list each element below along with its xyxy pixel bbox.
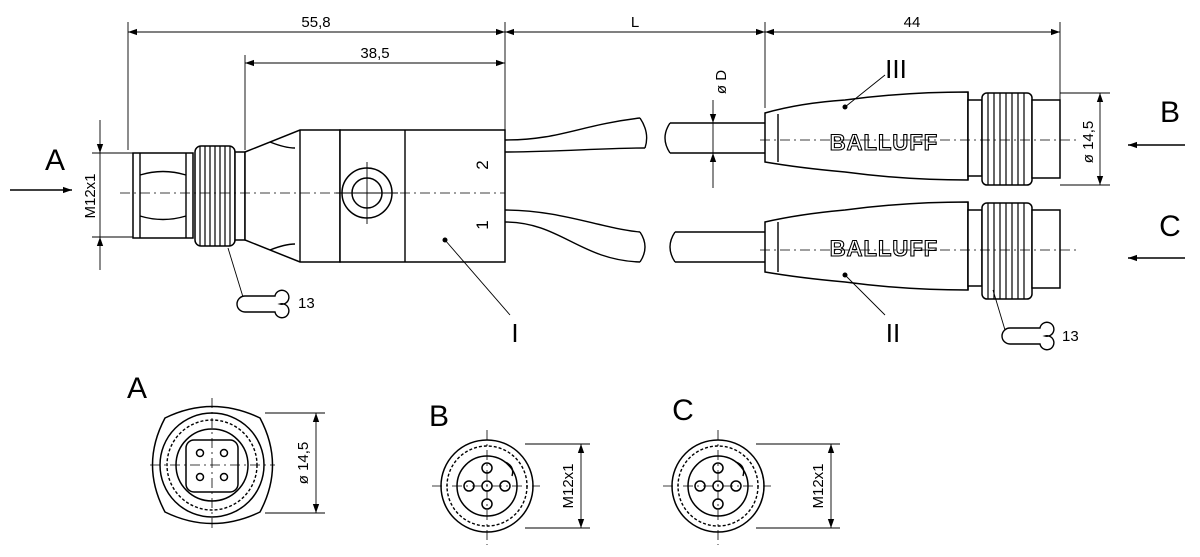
dimension-l-label: L — [631, 14, 639, 31]
part-ii-label: II — [886, 318, 900, 348]
left-thread-label: M12x1 — [82, 173, 99, 218]
cable-upper-right — [664, 122, 768, 154]
view-a-letter: A — [45, 144, 65, 177]
part-i-label: I — [511, 318, 518, 348]
view-a-diameter-dimension: ø 14,5 — [265, 412, 325, 514]
view-b-thread-label: M12x1 — [560, 463, 577, 508]
upper-brand-label: BALLUFF — [830, 130, 938, 155]
lower-brand-label: BALLUFF — [830, 236, 938, 261]
splitter-leader: I — [442, 237, 519, 348]
view-c-arrow: C — [1128, 210, 1185, 262]
view-c-face — [663, 430, 771, 545]
view-a-face — [150, 398, 275, 530]
cable-lower-right — [669, 231, 768, 263]
cable-diameter-label: ø D — [713, 70, 730, 94]
view-b-face — [432, 430, 540, 545]
cable-diameter-dimension: ø D — [705, 70, 775, 188]
view-a-arrow: A — [10, 144, 72, 194]
upper-right-connector: BALLUFF — [760, 91, 1080, 186]
left-m12-connector — [132, 145, 246, 247]
port-1-label: 1 — [473, 220, 492, 229]
left-thread-dimension: M12x1 — [82, 120, 135, 270]
part-iii-label: III — [885, 54, 907, 84]
socket-diameter-dimension: ø 14,5 — [1060, 92, 1110, 186]
lower-right-connector: BALLUFF — [760, 201, 1080, 300]
port-2-label: 2 — [473, 160, 492, 169]
view-c-title: C — [672, 394, 694, 427]
view-b-thread-dimension: M12x1 — [525, 443, 590, 529]
view-a-title: A — [127, 372, 147, 405]
socket-diameter-label: ø 14,5 — [1080, 121, 1097, 164]
left-torque-value: 13 — [298, 295, 315, 312]
upper-connector-leader: III — [842, 54, 907, 110]
dimension-right-length: 44 — [765, 14, 1061, 100]
right-torque-value: 13 — [1062, 328, 1079, 345]
view-b-title: B — [429, 400, 449, 433]
left-torque-wrench: 13 — [227, 247, 315, 319]
lower-connector-leader: II — [842, 272, 900, 348]
cable-upper-left — [504, 117, 648, 153]
splitter-body: 2 1 — [244, 129, 506, 263]
dimension-44-label: 44 — [904, 14, 921, 31]
dimension-overall-left: 55,8 — [127, 14, 506, 150]
view-b-arrow: B — [1128, 96, 1185, 149]
view-a-diameter-label: ø 14,5 — [295, 442, 312, 485]
dimension-38-5-label: 38,5 — [360, 45, 389, 62]
view-c-thread-label: M12x1 — [810, 463, 827, 508]
view-b-letter: B — [1160, 96, 1180, 129]
dimension-cable-length: L — [505, 14, 766, 108]
dimension-55-8-label: 55,8 — [301, 14, 330, 31]
cable-lower-left — [504, 209, 646, 263]
right-torque-wrench: 13 — [992, 289, 1079, 351]
dimension-inner-left: 38,5 — [244, 45, 505, 150]
view-c-letter: C — [1159, 210, 1181, 243]
view-c-thread-dimension: M12x1 — [756, 443, 840, 529]
